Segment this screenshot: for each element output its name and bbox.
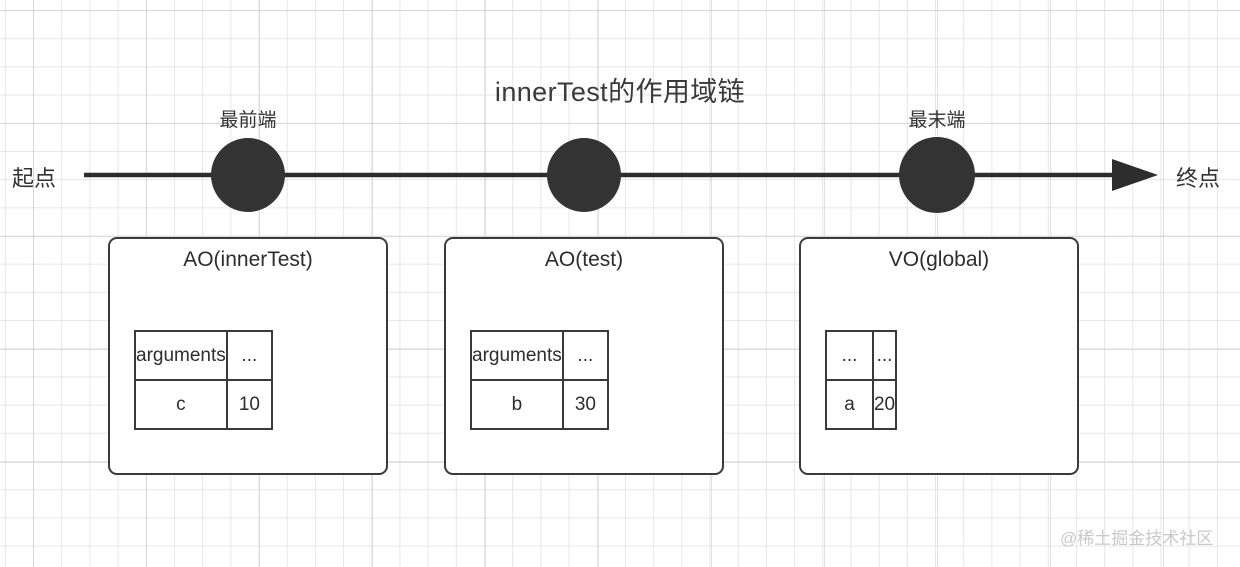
table-row: b 30: [470, 379, 609, 430]
node-caption-tail: 最末端: [908, 110, 966, 131]
watermark: @稀土掘金技术社区: [1060, 529, 1214, 548]
scope-box-title: VO(global): [888, 248, 990, 271]
variable-name-cell: b: [470, 379, 564, 430]
variable-name-cell: ...: [825, 330, 874, 381]
scope-box-title: AO(test): [544, 248, 624, 271]
scope-box-vo-global: VO(global) ... ... a 20: [799, 237, 1079, 475]
variable-value-cell: 30: [561, 379, 609, 430]
variable-name-cell: c: [134, 379, 228, 430]
node-caption-front: 最前端: [219, 110, 277, 131]
scope-variable-table: arguments ... b 30: [470, 330, 609, 430]
chain-node-ao-test: [547, 138, 621, 212]
table-row: arguments ...: [470, 330, 609, 381]
table-row: ... ...: [825, 330, 898, 381]
table-row: c 10: [134, 379, 273, 430]
variable-value-cell: ...: [225, 330, 273, 381]
scope-box-title: AO(innerTest): [183, 248, 313, 271]
variable-value-cell: 20: [871, 379, 898, 430]
variable-name-cell: arguments: [470, 330, 564, 381]
chain-node-ao-innertest: [211, 138, 285, 212]
page-title: innerTest的作用域链: [494, 77, 746, 107]
axis-start-label: 起点: [12, 166, 57, 191]
variable-name-cell: a: [825, 379, 874, 430]
chain-node-vo-global: [899, 137, 975, 213]
scope-box-ao-test: AO(test) arguments ... b 30: [444, 237, 724, 475]
axis-end-label: 终点: [1176, 166, 1221, 191]
variable-value-cell: ...: [871, 330, 898, 381]
scope-variable-table: ... ... a 20: [825, 330, 898, 430]
variable-value-cell: 10: [225, 379, 273, 430]
table-row: arguments ...: [134, 330, 273, 381]
scope-variable-table: arguments ... c 10: [134, 330, 273, 430]
variable-value-cell: ...: [561, 330, 609, 381]
scope-box-ao-innertest: AO(innerTest) arguments ... c 10: [108, 237, 388, 475]
variable-name-cell: arguments: [134, 330, 228, 381]
axis-arrowhead: [1112, 159, 1158, 191]
table-row: a 20: [825, 379, 898, 430]
